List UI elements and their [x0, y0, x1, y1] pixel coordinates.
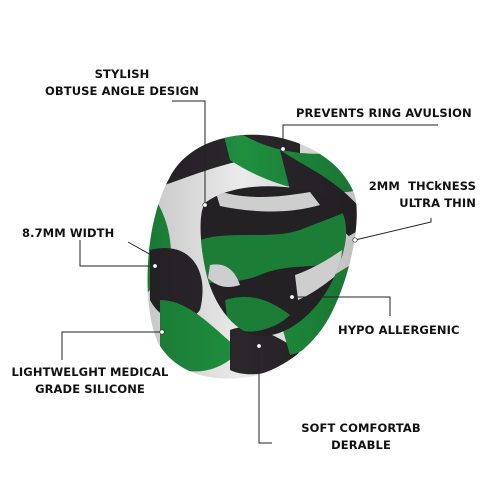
- label-line: GRADE SILICONE: [35, 382, 145, 396]
- label-line: PREVENTS RING AVULSION: [296, 106, 472, 120]
- label-medical-silicone: LIGHTWELGHT MEDICAL GRADE SILICONE: [10, 364, 170, 398]
- pointer-dots: [152, 146, 358, 349]
- dot-avulsion: [280, 146, 286, 152]
- label-line: ULTRA THIN: [399, 196, 476, 210]
- label-width: 8.7MM WIDTH: [22, 225, 114, 242]
- label-line: 2MM THCkNESS: [368, 179, 476, 193]
- label-stylish-design: STYLISH OBTUSE ANGLE DESIGN: [36, 66, 208, 100]
- label-line: LIGHTWELGHT MEDICAL: [11, 365, 169, 379]
- dot-medical: [159, 329, 165, 335]
- label-line: HYPO ALLERGENIC: [338, 323, 460, 337]
- dot-soft: [256, 343, 262, 349]
- dot-stylish: [202, 202, 208, 208]
- dot-width: [152, 263, 158, 269]
- ring-inner-face: [200, 186, 347, 336]
- leader-lines: [61, 100, 438, 444]
- leader-width-arrow: [127, 241, 154, 257]
- label-line: SOFT COMFORTAB: [301, 421, 421, 435]
- leader-avulsion: [282, 124, 438, 149]
- label-thickness: 2MM THCkNESS ULTRA THIN: [336, 178, 476, 212]
- leader-soft: [258, 346, 272, 444]
- dot-thickness: [352, 237, 358, 243]
- leader-thickness: [354, 218, 432, 241]
- label-line: OBTUSE ANGLE DESIGN: [45, 84, 199, 98]
- leader-medical: [61, 331, 162, 360]
- leader-stylish: [172, 100, 206, 205]
- dot-hypo: [289, 294, 295, 300]
- label-prevents-avulsion: PREVENTS RING AVULSION: [296, 105, 472, 122]
- label-line: DERABLE: [331, 438, 391, 452]
- label-hypo-allergenic: HYPO ALLERGENIC: [338, 322, 460, 339]
- leader-width: [79, 240, 155, 267]
- label-line: STYLISH: [94, 67, 150, 81]
- label-soft-durable: SOFT COMFORTAB DERABLE: [276, 420, 446, 454]
- label-line: 8.7MM WIDTH: [22, 226, 115, 240]
- leader-hypo: [292, 296, 391, 316]
